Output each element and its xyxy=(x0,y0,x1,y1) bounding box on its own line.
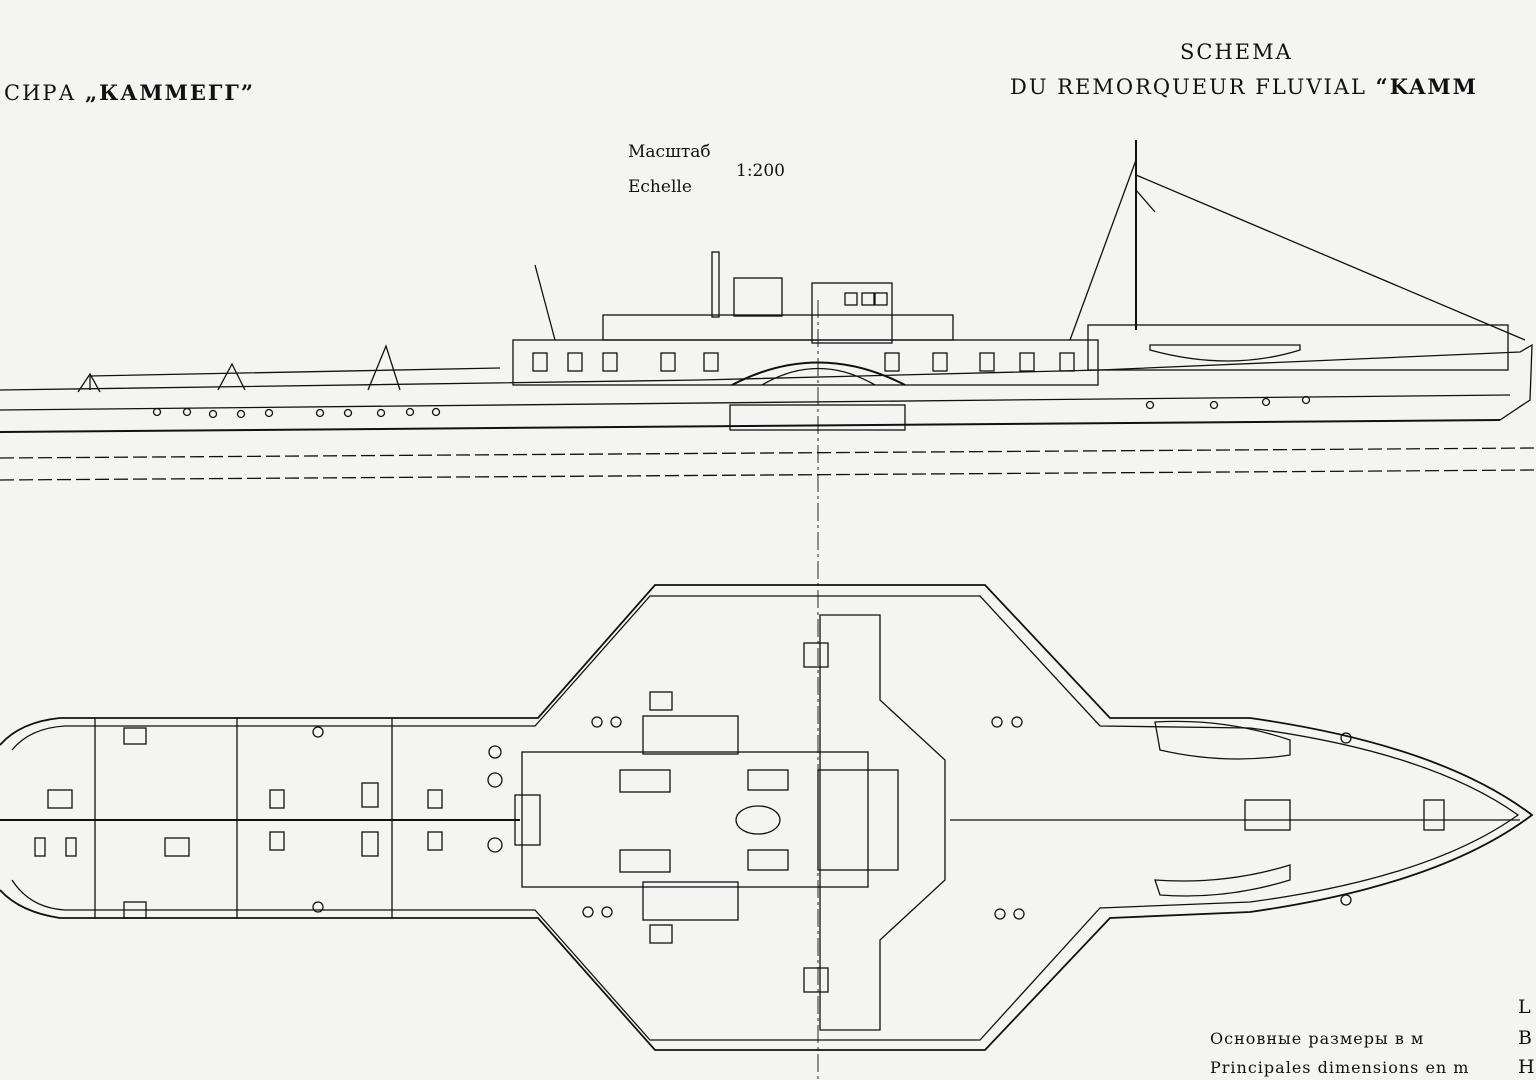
lifeboat xyxy=(1149,344,1301,362)
dimensions-label-fr: Principales dimensions en m xyxy=(1210,1058,1470,1077)
lifeboat-port xyxy=(1154,720,1291,760)
title-russian-prefix: СИРА xyxy=(4,81,86,105)
dimensions-label-ru: Основные размеры в м xyxy=(1210,1029,1425,1048)
windows xyxy=(532,292,1075,372)
title-russian: СИРА „КАММЕГГ” xyxy=(4,80,255,105)
dimension-key-height: H xyxy=(1518,1056,1535,1078)
portholes xyxy=(152,395,1311,419)
title-french-line2: DU REMORQUEUR FLUVIAL “KAMM xyxy=(1010,74,1478,99)
dimension-key-beam: B xyxy=(1518,1027,1532,1049)
title-french-prefix: DU REMORQUEUR FLUVIAL xyxy=(1010,75,1376,99)
scale-value: 1:200 xyxy=(736,161,785,181)
wheelhouse xyxy=(811,282,893,344)
plan-view xyxy=(0,584,1534,1051)
hatches xyxy=(34,691,789,944)
title-french-line1: SCHEMA xyxy=(1180,40,1293,64)
lifeboat-starboard xyxy=(1154,864,1291,897)
paddle-box xyxy=(731,361,906,386)
title-french-name: “KAMM xyxy=(1375,74,1478,99)
skylight xyxy=(735,805,781,835)
funnel xyxy=(711,251,720,318)
scale-label-ru: Масштаб xyxy=(628,142,711,162)
scale-label-fr: Echelle xyxy=(628,177,692,197)
dimension-key-length: L xyxy=(1518,996,1531,1018)
bollards xyxy=(312,716,1352,920)
title-russian-name: „КАММЕГГ” xyxy=(85,80,255,105)
side-elevation xyxy=(0,140,1536,481)
